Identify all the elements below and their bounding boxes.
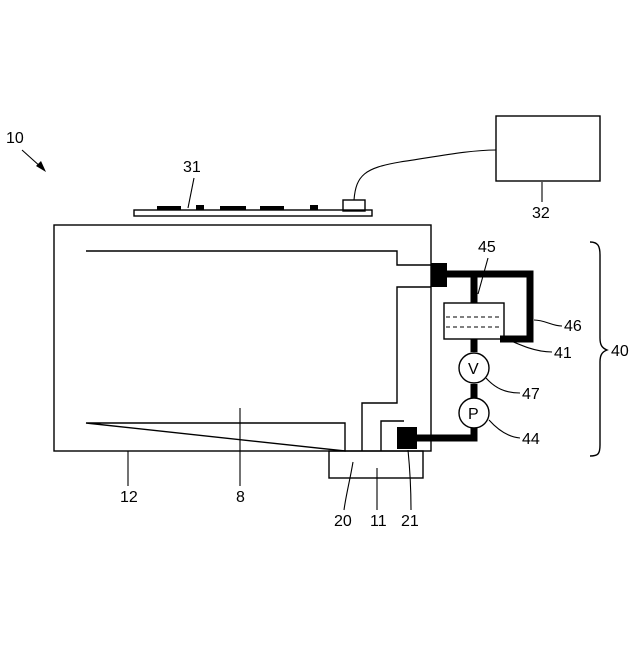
ref-label-46: 46 [564, 318, 582, 335]
inner-chamber [86, 251, 431, 451]
board-chip-4 [260, 206, 284, 210]
leader-46 [534, 320, 562, 326]
lower-port-21 [397, 427, 417, 449]
board-chip-2 [196, 205, 204, 210]
ref-label-11: 11 [370, 513, 387, 530]
pipe-46 [446, 274, 530, 339]
ref-label-45: 45 [478, 239, 496, 256]
pipe-pump-port [417, 428, 474, 438]
arrow-10-head [36, 161, 46, 172]
ref-label-10: 10 [6, 130, 24, 147]
board-chip-3 [220, 206, 246, 210]
leader-20 [344, 462, 353, 510]
leader-44 [489, 420, 520, 438]
board-chip-5 [310, 205, 318, 210]
ref-label-41: 41 [554, 345, 572, 362]
leader-21 [408, 450, 411, 510]
cable [354, 150, 496, 200]
pump-symbol: P [468, 406, 479, 423]
ref-label-40: 40 [611, 343, 629, 360]
brace-40 [590, 242, 607, 456]
ref-label-21: 21 [401, 513, 419, 530]
ref-label-47: 47 [522, 386, 540, 403]
reservoir [444, 303, 504, 339]
leader-47 [486, 378, 520, 393]
upper-port [431, 263, 447, 287]
ref-label-8: 8 [236, 489, 245, 506]
external-unit [496, 116, 600, 181]
ref-label-20: 20 [334, 513, 352, 530]
circuit-board [134, 210, 372, 216]
valve-symbol: V [468, 361, 479, 378]
ref-label-44: 44 [522, 431, 540, 448]
ref-label-31: 31 [183, 159, 201, 176]
board-chip-1 [157, 206, 181, 210]
leader-31 [188, 178, 194, 208]
ref-label-12: 12 [120, 489, 138, 506]
outer-housing [54, 225, 431, 451]
ref-label-32: 32 [532, 205, 550, 222]
